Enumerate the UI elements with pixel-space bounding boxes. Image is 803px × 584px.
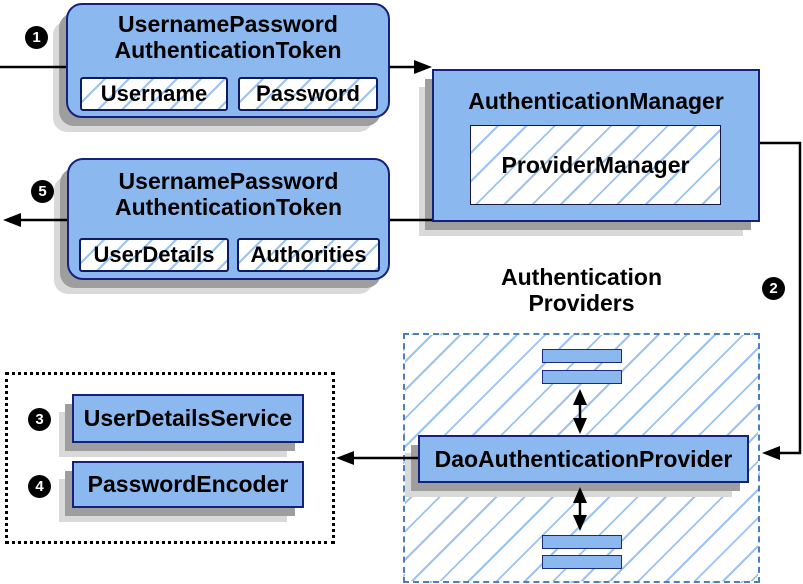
providers-title-line2: Providers	[528, 290, 635, 316]
request-token-box: UsernamePassword AuthenticationToken Use…	[66, 3, 390, 118]
username-field-box: Username	[80, 77, 228, 111]
authentication-providers-box: DaoAuthenticationProvider	[403, 333, 760, 583]
provider-manager-box: ProviderManager	[470, 125, 721, 205]
step-4-badge: 4	[28, 475, 51, 498]
request-token-title-line1: UsernamePassword	[118, 11, 338, 37]
password-encoder-box: PasswordEncoder	[72, 461, 304, 508]
providers-group-title: Authentication Providers	[403, 264, 760, 316]
step-5-badge: 5	[31, 180, 54, 203]
dao-authentication-provider-box: DaoAuthenticationProvider	[418, 435, 749, 483]
step-3-badge: 3	[28, 408, 51, 431]
step-1-badge: 1	[25, 26, 48, 49]
other-provider-bar	[542, 535, 622, 549]
other-provider-bar	[542, 370, 622, 384]
request-token-title-line2: AuthenticationToken	[114, 37, 342, 63]
result-token-box: UsernamePassword AuthenticationToken Use…	[67, 158, 390, 280]
step-2-badge: 2	[762, 277, 785, 300]
other-provider-bar	[542, 555, 622, 569]
services-group-box: UserDetailsService PasswordEncoder	[5, 372, 335, 544]
result-token-title-line2: AuthenticationToken	[114, 194, 342, 220]
providers-title-line1: Authentication	[501, 264, 662, 290]
result-token-title-line1: UsernamePassword	[118, 168, 339, 194]
manager-to-provider-arrow	[760, 141, 802, 460]
authentication-manager-box: AuthenticationManager ProviderManager	[432, 69, 760, 222]
password-field-box: Password	[238, 77, 378, 111]
authorities-field-box: Authorities	[237, 238, 380, 272]
userdetails-field-box: UserDetails	[79, 238, 229, 272]
authentication-manager-title: AuthenticationManager	[468, 88, 724, 114]
other-provider-bar	[542, 349, 622, 363]
user-details-service-box: UserDetailsService	[72, 394, 304, 443]
